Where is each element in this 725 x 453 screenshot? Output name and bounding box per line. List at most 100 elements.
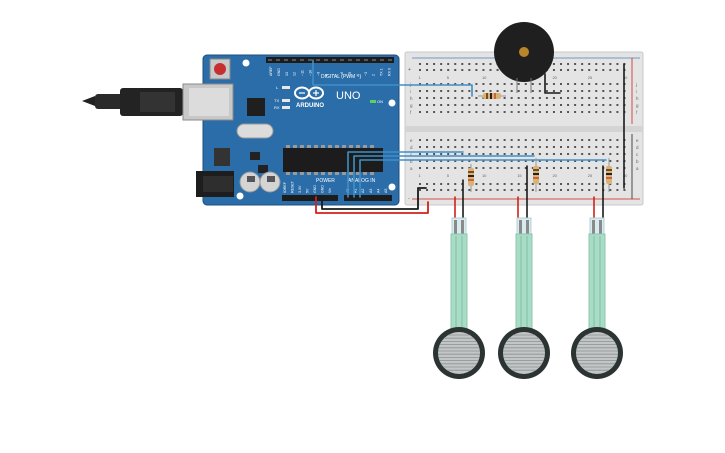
breadboard-hole[interactable] [440,167,443,169]
breadboard-hole[interactable] [595,146,598,148]
breadboard-hole[interactable] [581,97,584,99]
breadboard-hole[interactable] [461,90,464,92]
breadboard-hole[interactable] [468,69,471,71]
breadboard-hole[interactable] [560,111,562,113]
piezo-buzzer[interactable] [494,22,554,93]
breadboard-hole[interactable] [524,90,527,92]
breadboard-hole[interactable] [560,189,562,191]
power-header[interactable] [282,195,338,201]
breadboard-hole[interactable] [595,63,598,65]
breadboard-hole[interactable] [531,104,534,106]
breadboard-hole[interactable] [482,189,485,191]
breadboard-hole[interactable] [616,90,619,92]
breadboard-hole[interactable] [440,153,443,155]
breadboard-hole[interactable] [574,146,577,148]
breadboard-hole[interactable] [475,83,478,85]
breadboard-hole[interactable] [524,146,527,148]
arduino-uno-board[interactable]: L TX RX ARDUINO UNO DIGITAL (PWM ~) POWE… [182,54,400,206]
breadboard-hole[interactable] [567,183,570,185]
breadboard-hole[interactable] [531,97,534,99]
breadboard-hole[interactable] [588,97,591,99]
breadboard-hole[interactable] [510,97,513,99]
breadboard-hole[interactable] [609,63,612,65]
breadboard-hole[interactable] [552,167,555,169]
breadboard-hole[interactable] [468,83,471,85]
breadboard-hole[interactable] [489,153,492,155]
breadboard-hole[interactable] [524,153,527,155]
breadboard-hole[interactable] [419,97,421,99]
breadboard-hole[interactable] [496,90,499,92]
breadboard-hole[interactable] [609,97,612,99]
breadboard-hole[interactable] [468,189,471,191]
breadboard-hole[interactable] [574,139,577,141]
breadboard-hole[interactable] [545,83,548,85]
breadboard-hole[interactable] [419,83,421,85]
breadboard-hole[interactable] [447,160,450,162]
breadboard-hole[interactable] [426,83,429,85]
breadboard-hole[interactable] [602,146,605,148]
breadboard-hole[interactable] [496,139,499,141]
breadboard-hole[interactable] [538,90,541,92]
breadboard-hole[interactable] [454,160,457,162]
breadboard-hole[interactable] [482,153,485,155]
breadboard-hole[interactable] [588,83,591,85]
breadboard-hole[interactable] [581,139,584,141]
breadboard-hole[interactable] [524,83,527,85]
breadboard-hole[interactable] [517,153,520,155]
breadboard-hole[interactable] [595,167,598,169]
breadboard-hole[interactable] [433,183,436,185]
breadboard-hole[interactable] [447,153,450,155]
breadboard-hole[interactable] [440,83,443,85]
breadboard-hole[interactable] [574,90,577,92]
breadboard-hole[interactable] [602,104,605,106]
breadboard-hole[interactable] [475,97,478,99]
breadboard-hole[interactable] [426,189,429,191]
breadboard-hole[interactable] [560,146,562,148]
breadboard-hole[interactable] [419,111,421,113]
breadboard-hole[interactable] [440,183,443,185]
breadboard-hole[interactable] [496,153,499,155]
usb-cable[interactable] [82,88,183,116]
breadboard-hole[interactable] [433,167,436,169]
breadboard-hole[interactable] [595,111,598,113]
breadboard-hole[interactable] [426,69,429,71]
breadboard-hole[interactable] [595,104,598,106]
breadboard-hole[interactable] [468,139,471,141]
breadboard-hole[interactable] [426,90,429,92]
breadboard-hole[interactable] [489,189,492,191]
breadboard-hole[interactable] [461,97,464,99]
breadboard-hole[interactable] [545,146,548,148]
breadboard-hole[interactable] [482,90,485,92]
breadboard-hole[interactable] [503,139,506,141]
breadboard-hole[interactable] [496,189,499,191]
breadboard-hole[interactable] [609,139,612,141]
breadboard-hole[interactable] [538,153,541,155]
breadboard-hole[interactable] [489,146,492,148]
breadboard-hole[interactable] [524,111,527,113]
breadboard-hole[interactable] [545,167,548,169]
breadboard-hole[interactable] [524,104,527,106]
breadboard-hole[interactable] [447,146,450,148]
breadboard-hole[interactable] [602,83,605,85]
breadboard-hole[interactable] [433,97,436,99]
breadboard-hole[interactable] [489,139,492,141]
breadboard-hole[interactable] [567,146,570,148]
breadboard-hole[interactable] [531,90,534,92]
breadboard-hole[interactable] [531,160,534,162]
breadboard-hole[interactable] [595,83,598,85]
breadboard-hole[interactable] [461,104,464,106]
breadboard-hole[interactable] [538,104,541,106]
breadboard-hole[interactable] [609,90,612,92]
breadboard-hole[interactable] [489,83,492,85]
breadboard-hole[interactable] [581,189,584,191]
breadboard-hole[interactable] [595,69,598,71]
breadboard-hole[interactable] [426,97,429,99]
breadboard-hole[interactable] [433,189,436,191]
breadboard-hole[interactable] [489,111,492,113]
breadboard-hole[interactable] [545,97,548,99]
breadboard-hole[interactable] [433,111,436,113]
breadboard-hole[interactable] [574,167,577,169]
breadboard-hole[interactable] [489,160,492,162]
breadboard-hole[interactable] [426,167,429,169]
breadboard-hole[interactable] [475,183,478,185]
